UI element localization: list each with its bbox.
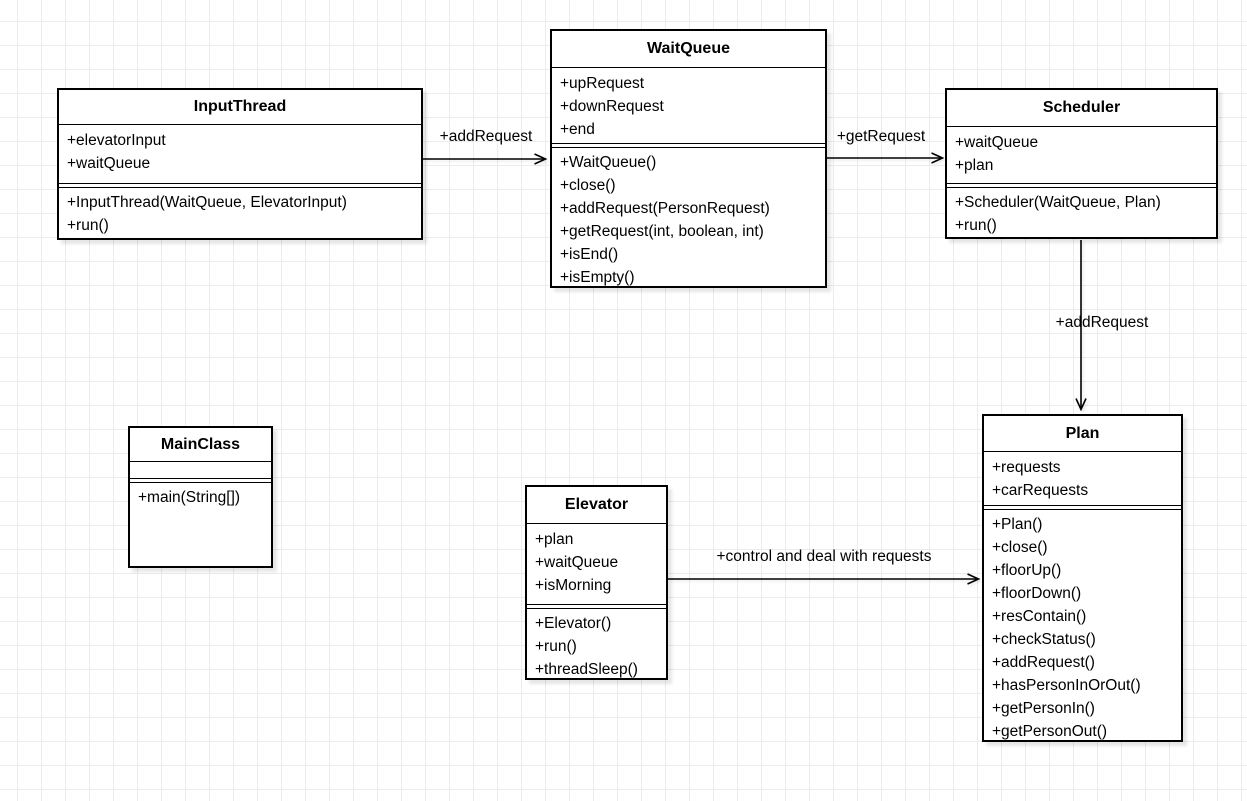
member-row: +main(String[]) <box>138 488 241 506</box>
edge-label-getrequest: +getRequest <box>836 128 926 145</box>
class-fields: +requests +carRequests <box>984 452 1181 506</box>
member-row: +downRequest <box>560 98 664 115</box>
member-row: +Scheduler(WaitQueue, Plan) <box>955 193 1161 211</box>
member-row: +addRequest() <box>992 653 1095 671</box>
member-row: +run() <box>535 637 577 655</box>
member-row: +close() <box>992 538 1048 556</box>
member-row: +addRequest(PersonRequest) <box>560 199 770 217</box>
member-row: +getPersonOut() <box>992 722 1108 740</box>
class-title: Scheduler <box>947 90 1216 127</box>
member-row: +Plan() <box>992 515 1043 533</box>
member-row: +waitQueue <box>535 554 619 571</box>
member-row: +floorUp() <box>992 561 1062 579</box>
class-fields: +upRequest +downRequest +end <box>552 68 825 144</box>
member-row: +isEmpty() <box>560 268 635 286</box>
member-row: +plan <box>955 157 994 174</box>
member-row: +plan <box>535 531 574 548</box>
class-fields <box>130 462 271 479</box>
class-title: MainClass <box>130 428 271 462</box>
edge-label-addrequest-inputthread: +addRequest <box>439 128 533 145</box>
class-title: Plan <box>984 416 1181 452</box>
class-scheduler[interactable]: Scheduler +waitQueue +plan +Scheduler(Wai… <box>945 88 1218 239</box>
member-row: +waitQueue <box>955 134 1039 151</box>
class-methods: +Plan() +close() +floorUp() +floorDown() +re… <box>984 508 1181 741</box>
member-row: +isMorning <box>535 577 612 594</box>
edge-label-addrequest-scheduler: +addRequest <box>1055 314 1149 331</box>
member-row: +InputThread(WaitQueue, ElevatorInput) <box>67 193 347 211</box>
class-inputthread[interactable]: InputThread +elevatorInput +waitQueue +In… <box>57 88 423 240</box>
class-methods: +main(String[]) <box>130 481 271 567</box>
class-mainclass[interactable]: MainClass +main(String[]) <box>128 426 273 568</box>
class-methods: +InputThread(WaitQueue, ElevatorInput) +r… <box>59 186 421 239</box>
member-row: +end <box>560 121 595 138</box>
member-row: +hasPersonInOrOut() <box>992 676 1141 694</box>
member-row: +resContain() <box>992 607 1087 625</box>
member-row: +close() <box>560 176 616 194</box>
class-methods: +WaitQueue() +close() +addRequest(PersonRe… <box>552 146 825 287</box>
member-row: +requests <box>992 459 1061 476</box>
edge-label-control-requests: +control and deal with requests <box>716 548 932 565</box>
member-row: +getRequest(int, boolean, int) <box>560 222 764 240</box>
class-title: Elevator <box>527 487 666 524</box>
member-row: +checkStatus() <box>992 630 1096 648</box>
member-row: +floorDown() <box>992 584 1082 602</box>
class-methods: +Elevator() +run() +threadSleep() <box>527 607 666 679</box>
member-row: +run() <box>67 216 109 234</box>
class-fields: +plan +waitQueue +isMorning <box>527 524 666 605</box>
member-row: +getPersonIn() <box>992 699 1095 717</box>
class-plan[interactable]: Plan +requests +carRequests +Plan() +close… <box>982 414 1183 742</box>
member-row: +Elevator() <box>535 614 612 632</box>
class-waitqueue[interactable]: WaitQueue +upRequest +downRequest +end +Wa… <box>550 29 827 288</box>
class-fields: +waitQueue +plan <box>947 127 1216 184</box>
class-elevator[interactable]: Elevator +plan +waitQueue +isMorning +Elev… <box>525 485 668 680</box>
member-row: +threadSleep() <box>535 660 638 678</box>
member-row: +waitQueue <box>67 155 151 172</box>
member-row: +isEnd() <box>560 245 619 263</box>
class-fields: +elevatorInput +waitQueue <box>59 125 421 184</box>
member-row: +run() <box>955 216 997 234</box>
member-row: +WaitQueue() <box>560 153 657 171</box>
class-title: WaitQueue <box>552 31 825 68</box>
member-row: +carRequests <box>992 482 1089 499</box>
member-row: +upRequest <box>560 75 645 92</box>
class-title: InputThread <box>59 90 421 125</box>
member-row: +elevatorInput <box>67 132 166 149</box>
class-methods: +Scheduler(WaitQueue, Plan) +run() <box>947 186 1216 238</box>
